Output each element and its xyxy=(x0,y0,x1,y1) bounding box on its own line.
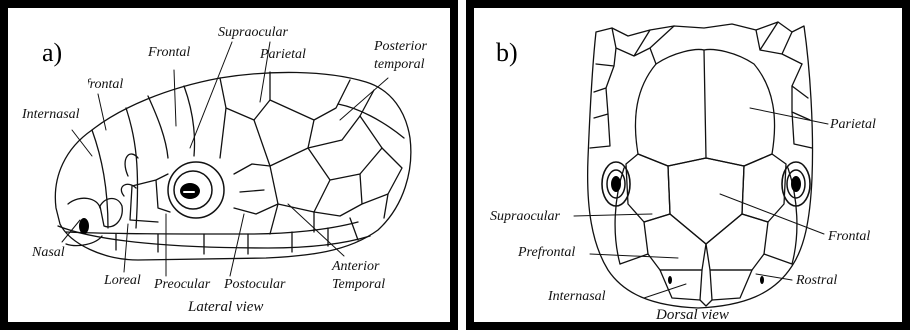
head-outline xyxy=(588,22,813,308)
left-eye-pupil xyxy=(611,176,621,192)
label-supraocular: Supraocular xyxy=(490,210,560,224)
dorsal-view-panel: b) Parietal Supraocular Frontal Prefront… xyxy=(466,0,910,330)
panel-letter-b: b) xyxy=(496,38,518,68)
label-nasal: Nasal xyxy=(32,246,65,260)
caption-lateral-view: Lateral view xyxy=(188,300,263,315)
label-internasal: Internasal xyxy=(22,108,80,122)
label-loreal: Loreal xyxy=(104,274,141,288)
head-outline xyxy=(55,72,411,260)
label-posterior-temporal-2: temporal xyxy=(374,58,425,72)
label-frontal: Frontal xyxy=(828,230,870,244)
supraocular-shields xyxy=(626,154,670,222)
label-anterior-temporal-2: Temporal xyxy=(332,278,385,292)
label-prefrontal-mask xyxy=(64,76,88,94)
label-internasal: Internasal xyxy=(548,290,606,304)
lateral-view-panel: a) Frontal Supraocular Parietal Posterio… xyxy=(0,0,458,330)
right-nostril xyxy=(760,276,764,284)
label-preocular: Preocular xyxy=(154,278,210,292)
internasal-shields xyxy=(660,270,752,300)
label-prefrontal: Prefrontal xyxy=(518,246,575,260)
label-rostral: Rostral xyxy=(796,274,837,288)
frontal-shield xyxy=(668,158,744,244)
label-parietal: Parietal xyxy=(830,118,876,132)
left-nostril xyxy=(668,276,672,284)
caption-dorsal-view: Dorsal view xyxy=(656,308,729,323)
label-anterior-temporal-1: Anterior xyxy=(332,260,379,274)
label-frontal: Frontal xyxy=(148,46,190,60)
label-postocular: Postocular xyxy=(224,278,285,292)
nostril xyxy=(79,218,89,234)
lateral-head-drawing xyxy=(8,8,450,322)
label-supraocular: Supraocular xyxy=(218,26,288,40)
label-parietal: Parietal xyxy=(260,48,306,62)
right-eye-pupil xyxy=(791,176,801,192)
label-posterior-temporal-1: Posterior xyxy=(374,40,427,54)
prefrontal-shields xyxy=(644,214,706,270)
panel-letter-a: a) xyxy=(42,38,62,68)
dorsal-head-drawing xyxy=(474,8,902,322)
